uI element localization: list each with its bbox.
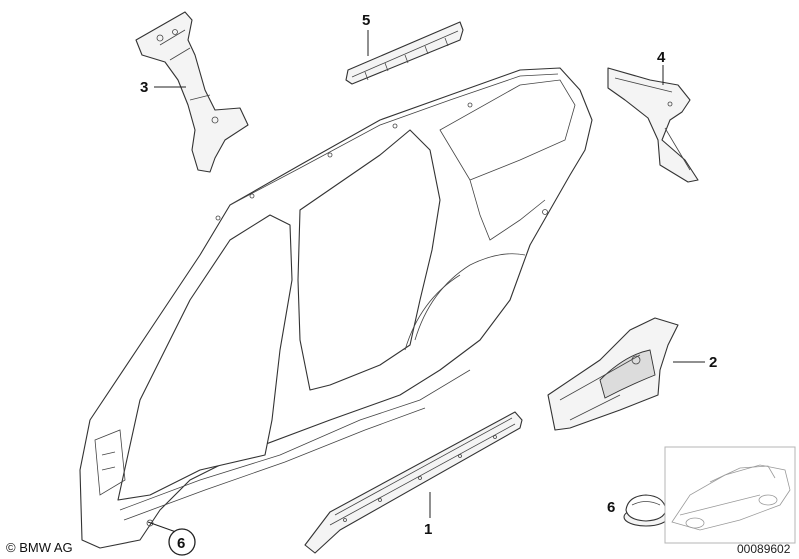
callout-1: 1 bbox=[424, 521, 432, 538]
leader-lines bbox=[147, 30, 705, 533]
callout-6-small: 6 bbox=[607, 499, 615, 516]
side-frame bbox=[79, 67, 593, 549]
document-number: 00089602 bbox=[737, 542, 791, 556]
callout-6-circled: 6 bbox=[177, 535, 185, 552]
callout-6-circle bbox=[168, 528, 196, 556]
part-5-roof-strip bbox=[345, 21, 464, 85]
part-2-wheelhouse-panel bbox=[547, 317, 679, 431]
part-1-sill-strip bbox=[304, 411, 523, 554]
part-3-pillar-reinforcement bbox=[135, 11, 249, 173]
callout-4: 4 bbox=[657, 49, 666, 66]
part-6-plug bbox=[623, 494, 669, 527]
reference-car-thumbnail bbox=[664, 446, 796, 544]
callout-2: 2 bbox=[709, 354, 717, 371]
part-4-quarter-reinforcement bbox=[607, 67, 699, 183]
copyright-text: © BMW AG bbox=[6, 540, 73, 555]
callout-5: 5 bbox=[362, 12, 370, 29]
callout-3: 3 bbox=[140, 79, 148, 96]
